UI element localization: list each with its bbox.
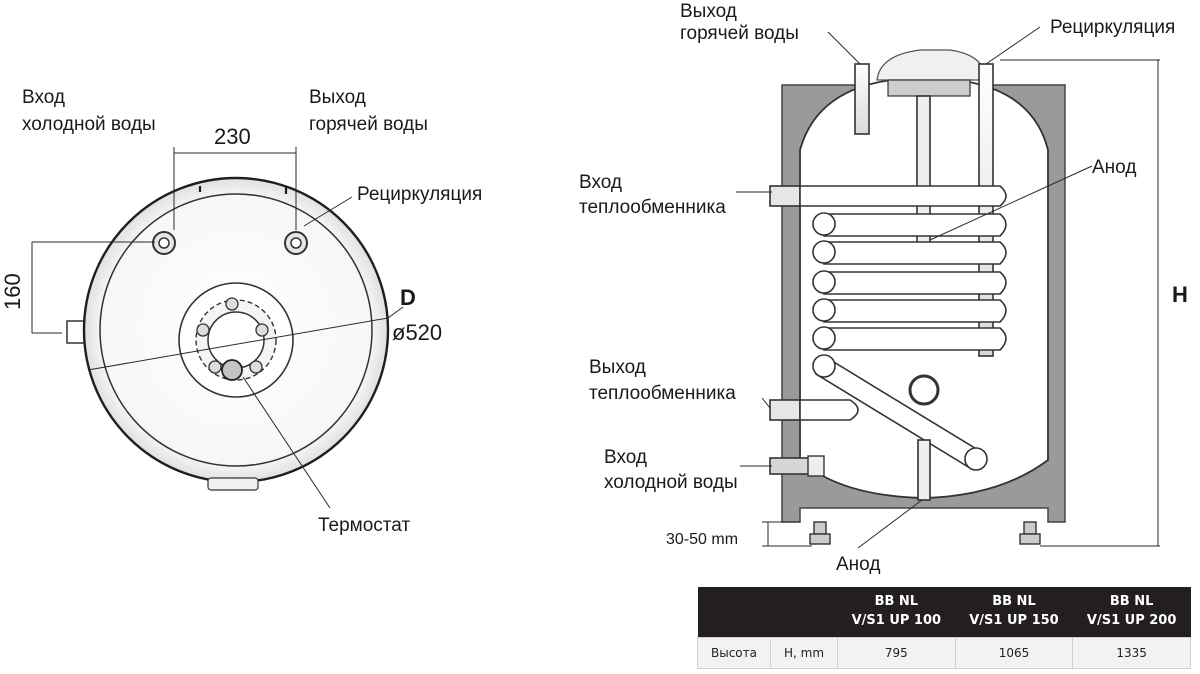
table-header-200: BB NL V/S1 UP 200 [1072, 587, 1191, 638]
header-150-line2: V/S1 UP 150 [969, 613, 1059, 628]
feet [809, 521, 1041, 545]
anode-rod-top [916, 95, 931, 263]
heat-exchanger-coil [769, 185, 1007, 471]
side-hot-label-2: горячей воды [680, 23, 799, 44]
table-header-150: BB NL V/S1 UP 150 [955, 587, 1073, 638]
header-100-line1: BB NL [874, 594, 919, 610]
flange [178, 282, 294, 398]
value-150: 1065 [954, 637, 1074, 669]
table-header-empty [697, 587, 838, 638]
cold-nozzle [152, 231, 176, 255]
table-header-100: BB NL V/S1 UP 100 [837, 587, 956, 638]
feet-dimension-label: 30-50 mm [666, 531, 738, 548]
cold-water-pipe [769, 457, 813, 475]
dimension-230: 230 [214, 124, 251, 149]
row-label-cell: Высота H, mm [697, 637, 838, 669]
side-view: Выход горячей воды Рециркуляция Анод Вхо… [579, 1, 1188, 575]
hot-water-pipe [854, 63, 870, 135]
anode-rod-bottom [917, 439, 931, 501]
side-cold-label-1: Вход [604, 447, 647, 468]
dimension-160: 160 [0, 273, 25, 310]
side-recirc-label: Рециркуляция [1050, 17, 1175, 38]
h-mark: H [1172, 282, 1188, 307]
header-200-line2: V/S1 UP 200 [1086, 613, 1177, 628]
header-200-line1: BB NL [1109, 594, 1154, 610]
row-unit: H, mm [783, 646, 825, 660]
hx-out-label-2: теплообменника [589, 383, 736, 404]
hx-in-label-1: Вход [579, 172, 622, 193]
bottom-bracket [207, 477, 259, 491]
top-view: Вход холодной воды Выход горячей воды 23… [0, 87, 482, 536]
top-recirc-label: Рециркуляция [357, 184, 482, 205]
value-200: 1335 [1072, 637, 1191, 669]
side-hot-label-1: Выход [680, 1, 737, 22]
table-row: Высота H, mm 795 1065 1335 [697, 637, 1191, 669]
hx-in-label-2: теплообменника [579, 197, 726, 218]
thermostat-label: Термостат [318, 515, 410, 536]
row-label: Высота [698, 639, 771, 667]
top-cold-label-1: Вход [22, 87, 65, 108]
header-150-line1: BB NL [992, 594, 1036, 610]
inner-shell [99, 193, 373, 467]
top-hot-label-1: Выход [309, 87, 366, 108]
table-header-row: BB NL V/S1 UP 100 BB NL V/S1 UP 150 BB NL V… [697, 587, 1191, 638]
side-anode-bottom-label: Анод [836, 554, 880, 575]
side-cold-label-2: холодной воды [604, 472, 738, 493]
value-100: 795 [837, 637, 956, 669]
top-cold-label-2: холодной воды [22, 114, 156, 135]
hx-out-label-1: Выход [589, 357, 646, 378]
height-spec-table: BB NL V/S1 UP 100 BB NL V/S1 UP 150 BB NL V… [697, 587, 1191, 669]
hot-nozzle [284, 231, 308, 255]
top-dome [876, 49, 987, 81]
top-hot-label-2: горячей воды [309, 114, 428, 135]
d-mark: D [400, 285, 416, 310]
inspection-port [908, 374, 940, 406]
diameter-label: ø520 [392, 320, 442, 345]
side-anode-top-label: Анод [1092, 157, 1136, 178]
header-100-line2: V/S1 UP 100 [851, 613, 942, 628]
